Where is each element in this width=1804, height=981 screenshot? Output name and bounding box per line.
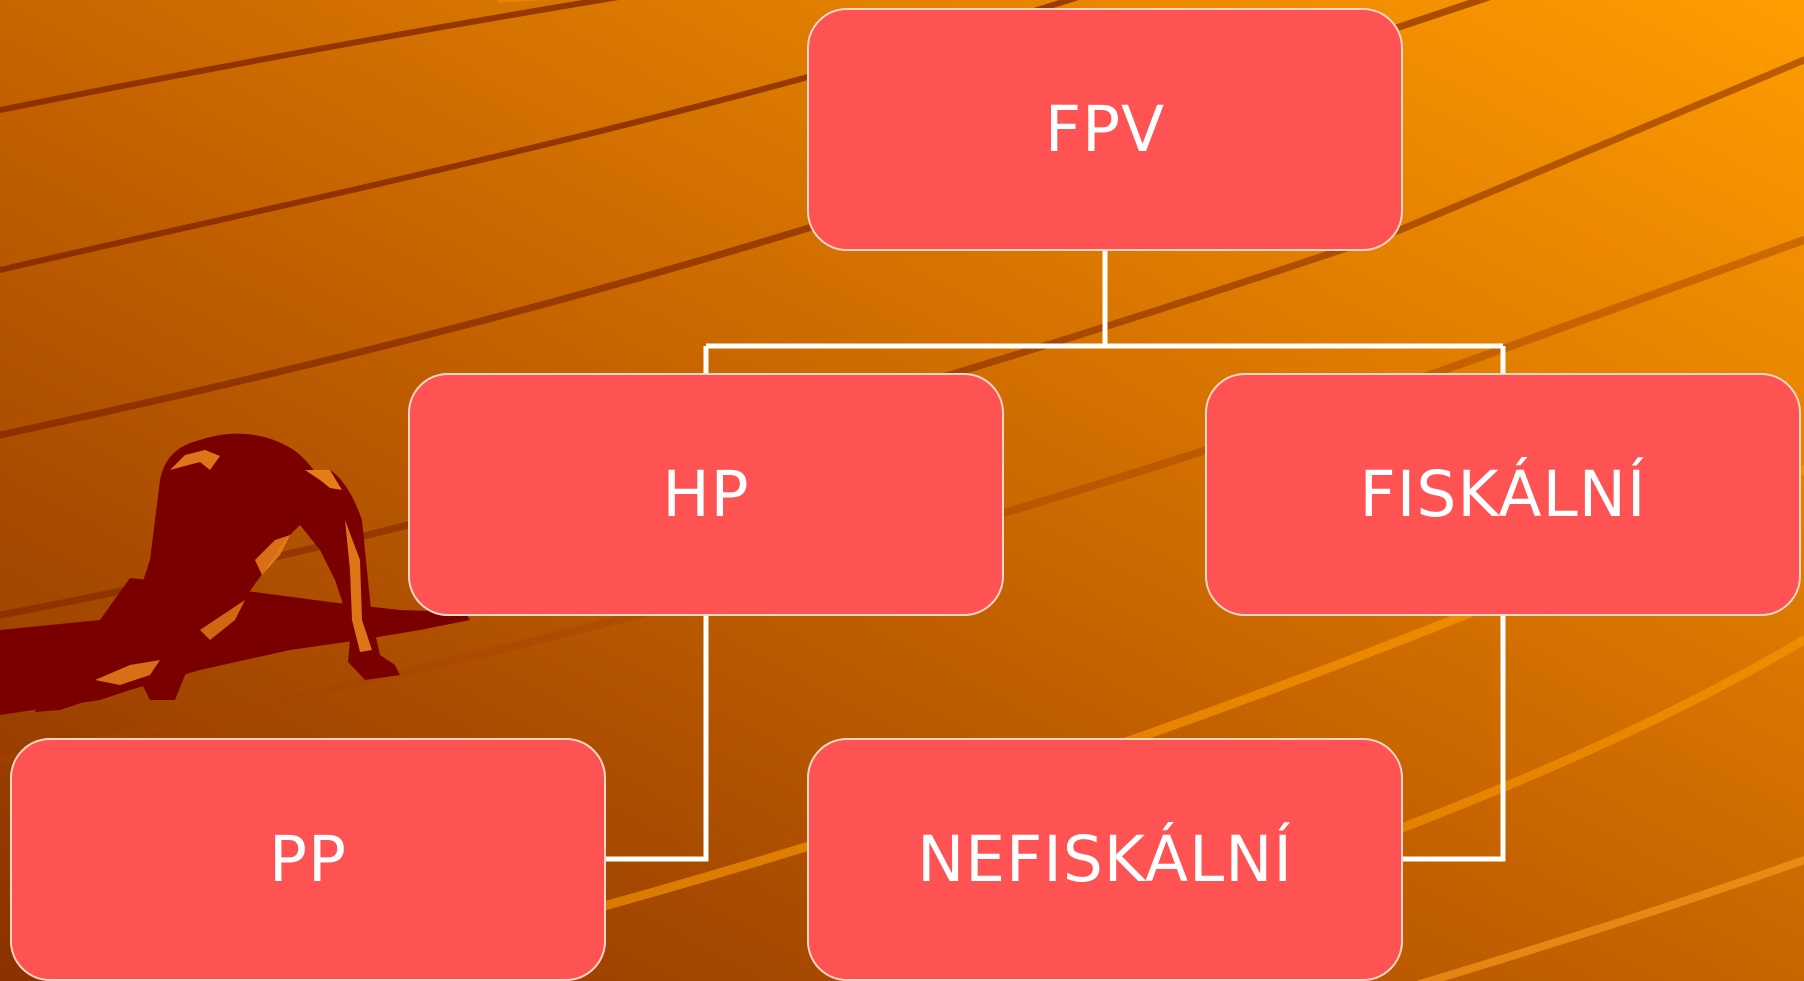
node-fiskalni: FISKÁLNÍ bbox=[1205, 373, 1801, 616]
connector-hp-pp bbox=[606, 616, 709, 862]
sprinter-silhouette bbox=[0, 433, 470, 715]
connector-fiskalni-nefiskalni bbox=[1403, 616, 1506, 862]
node-nefiskalni: NEFISKÁLNÍ bbox=[807, 738, 1403, 981]
node-label-fiskalni: FISKÁLNÍ bbox=[1359, 458, 1647, 531]
node-pp: PP bbox=[10, 738, 606, 981]
node-fills bbox=[10, 8, 1801, 981]
connector-fpv-hp-fiskalni bbox=[703, 251, 1506, 373]
connectors bbox=[606, 251, 1506, 862]
node-label-fpv: FPV bbox=[1044, 93, 1166, 166]
node-label-pp: PP bbox=[269, 823, 347, 896]
node-label-hp: HP bbox=[662, 458, 750, 531]
node-fpv: FPV bbox=[807, 8, 1403, 251]
node-hp: HP bbox=[408, 373, 1004, 616]
node-label-nefiskalni: NEFISKÁLNÍ bbox=[917, 823, 1293, 896]
